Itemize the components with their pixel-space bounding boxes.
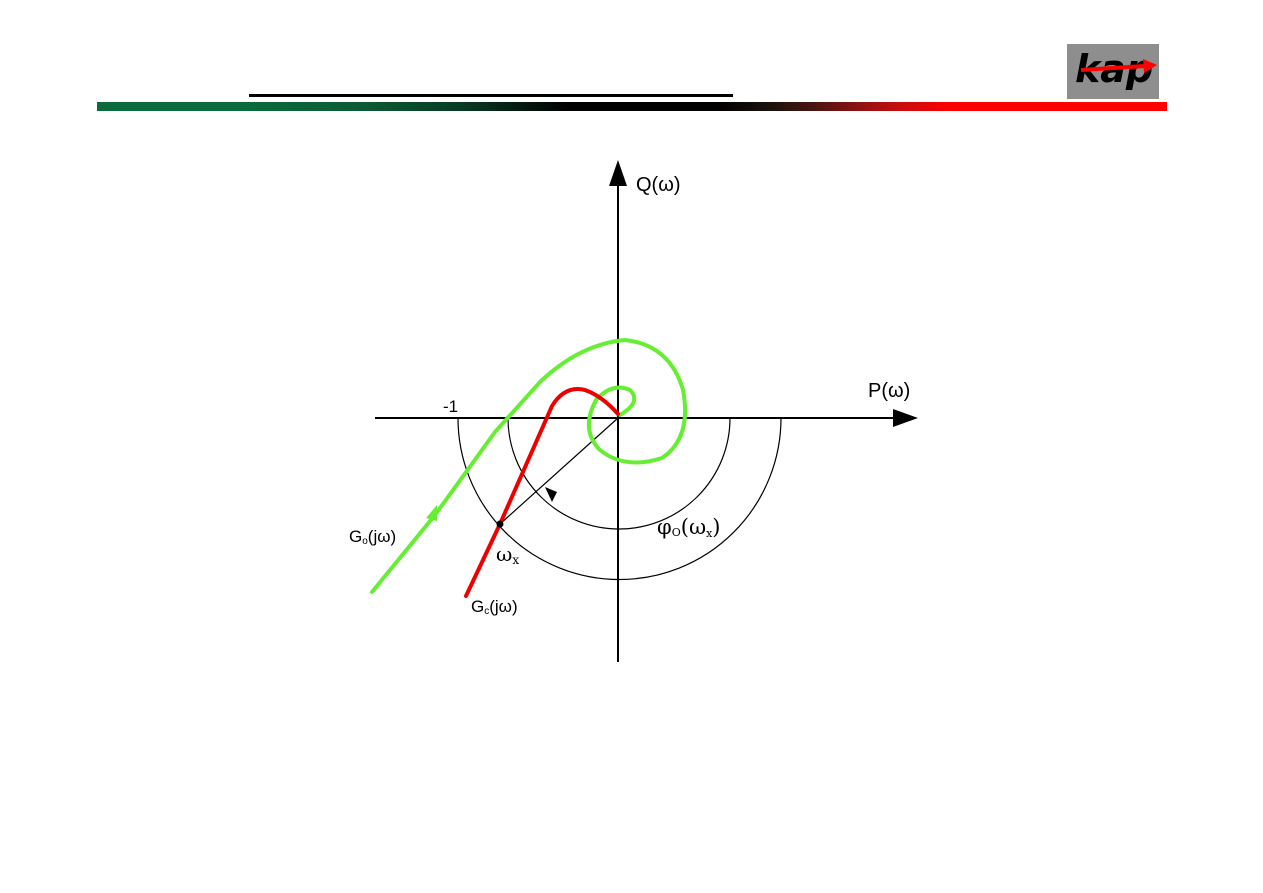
green-curve [370,338,688,594]
red-curve-label: Gc(jω) [471,597,518,617]
green-curve-arrow-icon [426,505,437,521]
red-curve [464,387,620,598]
phase-angle-arc [507,417,731,530]
minus-one-label: -1 [443,397,458,416]
radius-line [499,417,619,525]
kap-logo: kap [1067,44,1159,99]
p-axis-arrow-icon [893,409,918,427]
q-axis-arrow-icon [609,160,627,186]
crossing-point [496,520,504,528]
q-axis-label: Q(ω) [636,174,681,196]
logo-arrow-shaft [1080,64,1146,72]
header-gradient-band [97,102,1167,111]
title-underline [249,94,733,97]
angle-arrow-icon [545,487,557,502]
p-axis-label: P(ω) [868,380,910,402]
logo-arrow-head [1143,59,1157,73]
green-curve-label: Go(jω) [349,527,396,547]
omega-x-label: ωx [496,542,519,567]
unit-circle-arc [457,417,782,581]
phase-angle-label: φO(ωx) [657,515,721,540]
